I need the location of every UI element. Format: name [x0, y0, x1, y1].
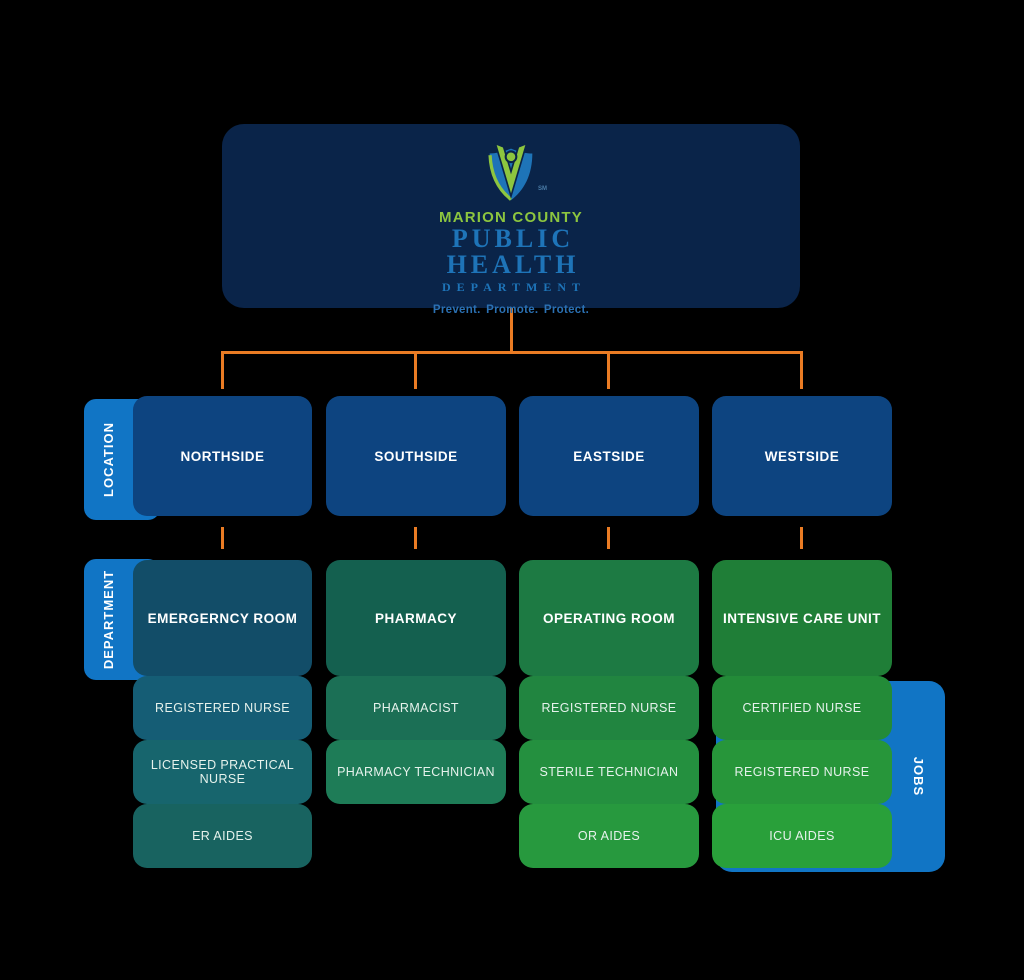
shield-person-icon	[488, 142, 533, 201]
connector-drop-southside	[414, 351, 417, 389]
job-label: STERILE TECHNICIAN	[539, 765, 679, 779]
connector-stub-pharmacy	[414, 527, 417, 549]
department-header: INTENSIVE CARE UNIT	[712, 560, 892, 676]
job-row: REGISTERED NURSE	[133, 676, 312, 740]
org-name-health: HEALTH	[446, 250, 580, 279]
location-box-southside: SOUTHSIDE	[326, 396, 506, 516]
location-box-eastside: EASTSIDE	[519, 396, 699, 516]
job-label: ER AIDES	[192, 829, 253, 843]
connector-trunk-vertical	[510, 308, 513, 352]
org-tagline: Prevent. Promote. Protect.	[432, 304, 590, 316]
connector-drop-northside	[221, 351, 224, 389]
location-label: EASTSIDE	[573, 448, 645, 464]
department-column-pharmacy: PHARMACY PHARMACIST PHARMACY TECHNICIAN	[326, 560, 506, 804]
department-header: PHARMACY	[326, 560, 506, 676]
department-column-emergency-room: EMERGERNCY ROOM REGISTERED NURSE LICENSE…	[133, 560, 312, 868]
department-name: PHARMACY	[374, 610, 457, 626]
connector-horizontal-bar	[221, 351, 803, 354]
jobs-tab-label-zone: JOBS	[892, 681, 945, 872]
jobs-tab-label: JOBS	[911, 756, 926, 797]
department-name: INTENSIVE CARE UNIT	[722, 610, 881, 626]
connector-stub-emergency-room	[221, 527, 224, 549]
job-label: REGISTERED NURSE	[734, 765, 870, 779]
department-header: EMERGERNCY ROOM	[133, 560, 312, 676]
location-tab-label-zone: LOCATION	[84, 399, 133, 520]
location-label: SOUTHSIDE	[374, 448, 458, 464]
job-row: PHARMACY TECHNICIAN	[326, 740, 506, 804]
department-tab-label: DEPARTMENT	[101, 569, 116, 670]
job-row: ICU AIDES	[712, 804, 892, 868]
job-row: REGISTERED NURSE	[519, 676, 699, 740]
org-name-county: MARION COUNTY	[439, 209, 583, 226]
department-name: OPERATING ROOM	[542, 610, 675, 626]
org-name-department: DEPARTMENT	[441, 280, 587, 294]
connector-drop-eastside	[607, 351, 610, 389]
org-header-card: SM MARION COUNTY PUBLIC HEALTH DEPARTMEN…	[222, 124, 800, 316]
department-column-intensive-care-unit: INTENSIVE CARE UNIT CERTIFIED NURSE REGI…	[712, 560, 892, 868]
job-label: CERTIFIED NURSE	[742, 701, 862, 715]
location-label: NORTHSIDE	[180, 448, 265, 464]
trademark-superscript: SM	[538, 186, 547, 192]
job-label: LICENSED PRACTICAL NURSE	[150, 758, 295, 786]
job-row: OR AIDES	[519, 804, 699, 868]
job-row: LICENSED PRACTICAL NURSE	[133, 740, 312, 804]
connector-stub-icu	[800, 527, 803, 549]
job-label: PHARMACIST	[373, 701, 459, 715]
job-label: REGISTERED NURSE	[541, 701, 677, 715]
connector-stub-operating-room	[607, 527, 610, 549]
department-column-operating-room: OPERATING ROOM REGISTERED NURSE STERILE …	[519, 560, 699, 868]
job-row: ER AIDES	[133, 804, 312, 868]
job-label: PHARMACY TECHNICIAN	[337, 765, 495, 779]
location-box-westside: WESTSIDE	[712, 396, 892, 516]
job-row: PHARMACIST	[326, 676, 506, 740]
job-label: REGISTERED NURSE	[155, 701, 290, 715]
job-label: ICU AIDES	[769, 829, 835, 843]
location-tab-label: LOCATION	[101, 422, 117, 497]
org-name-public: PUBLIC	[451, 224, 575, 253]
location-label: WESTSIDE	[764, 448, 840, 464]
job-row: REGISTERED NURSE	[712, 740, 892, 804]
job-label: OR AIDES	[577, 829, 641, 843]
location-box-northside: NORTHSIDE	[133, 396, 312, 516]
job-row: STERILE TECHNICIAN	[519, 740, 699, 804]
department-name: EMERGERNCY ROOM	[147, 610, 298, 626]
job-row: CERTIFIED NURSE	[712, 676, 892, 740]
org-logo: SM	[484, 142, 547, 206]
department-tab-label-zone: DEPARTMENT	[84, 559, 133, 680]
department-header: OPERATING ROOM	[519, 560, 699, 676]
connector-drop-westside	[800, 351, 803, 389]
